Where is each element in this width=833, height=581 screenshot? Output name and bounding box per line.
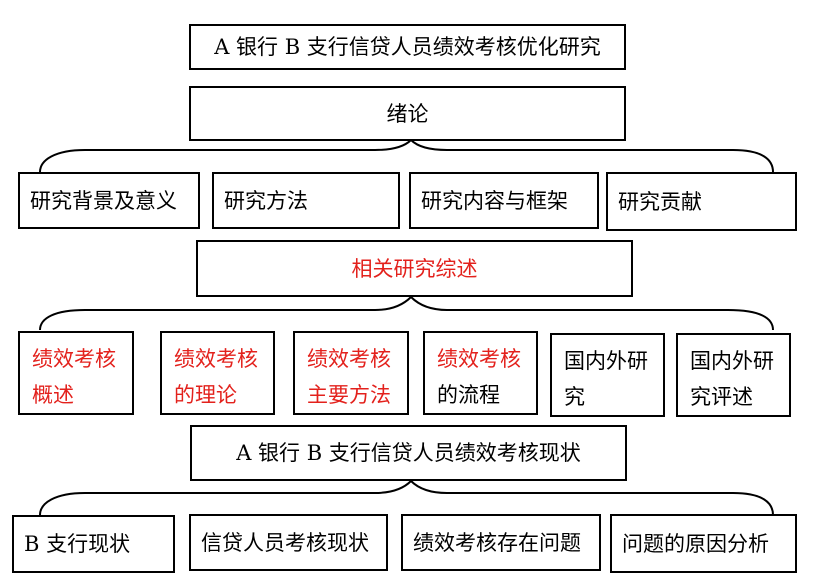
- child-line: 主要方法: [307, 383, 391, 407]
- section-heading-status: A 银行 B 支行信贷人员绩效考核现状: [236, 441, 581, 465]
- child-line: 究: [564, 385, 585, 409]
- child-box: 国内外研 究: [550, 333, 665, 417]
- child-line: 国内外研: [690, 349, 774, 373]
- child-line: 的理论: [174, 383, 237, 407]
- child-label: 问题的原因分析: [622, 531, 769, 556]
- section-heading-box-review: 相关研究综述: [196, 240, 633, 297]
- child-box: 国内外研 究评述: [676, 333, 791, 417]
- main-title-box: A 银行 B 支行信贷人员绩效考核优化研究: [189, 24, 626, 70]
- child-box: 研究背景及意义: [18, 172, 200, 229]
- bracket-sec3: [39, 479, 774, 516]
- child-line: 绩效考核: [307, 347, 391, 371]
- child-box: 绩效考核 的理论: [160, 331, 275, 415]
- child-box: 研究方法: [212, 172, 400, 229]
- child-box: 研究贡献: [606, 172, 797, 231]
- bracket-sec1: [39, 138, 774, 173]
- bracket-sec2: [39, 295, 774, 331]
- child-line: 概述: [32, 383, 74, 407]
- child-line: 绩效考核: [174, 347, 258, 371]
- child-box: B 支行现状: [12, 515, 175, 573]
- child-box: 绩效考核存在问题: [401, 514, 601, 571]
- child-box: 研究内容与框架: [409, 172, 599, 229]
- child-line: 的流程: [437, 383, 500, 407]
- child-box: 绩效考核 概述: [18, 331, 134, 415]
- child-box: 绩效考核 的流程: [423, 331, 538, 415]
- child-label: 研究贡献: [618, 189, 702, 214]
- child-label: B 支行现状: [24, 532, 131, 556]
- section-heading-box-intro: 绪论: [189, 86, 626, 141]
- child-line: 绩效考核: [32, 347, 116, 371]
- section-heading-intro: 绪论: [386, 101, 429, 126]
- child-line: 绩效考核: [437, 347, 521, 371]
- child-box: 绩效考核 主要方法: [293, 331, 409, 415]
- child-line: 国内外研: [564, 349, 648, 373]
- main-title: A 银行 B 支行信贷人员绩效考核优化研究: [214, 35, 601, 59]
- child-label: 研究内容与框架: [421, 188, 568, 213]
- child-box: 问题的原因分析: [610, 514, 797, 573]
- child-label: 绩效考核存在问题: [413, 530, 581, 555]
- child-label: 研究背景及意义: [30, 188, 177, 213]
- child-label: 信贷人员考核现状: [201, 530, 369, 555]
- section-heading-box-status: A 银行 B 支行信贷人员绩效考核现状: [190, 425, 627, 481]
- child-box: 信贷人员考核现状: [189, 514, 388, 571]
- child-line: 究评述: [690, 385, 753, 409]
- child-label: 研究方法: [224, 188, 308, 213]
- section-heading-review: 相关研究综述: [351, 256, 478, 281]
